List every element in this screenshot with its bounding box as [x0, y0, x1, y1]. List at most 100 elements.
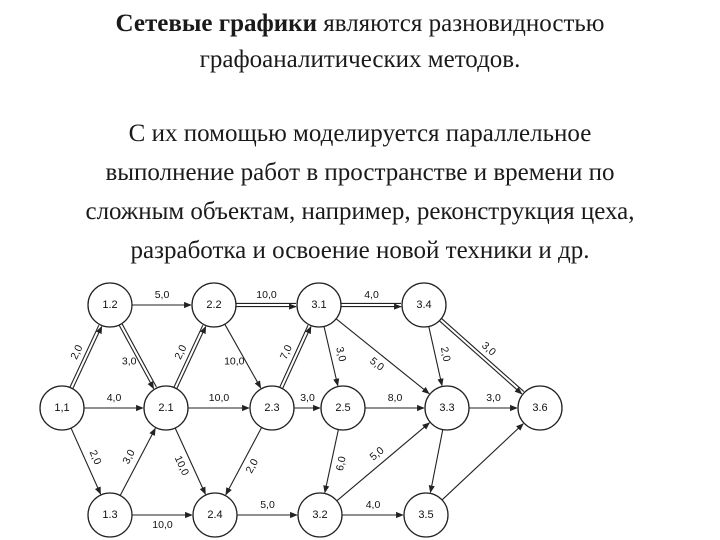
edge-2-2-to-2-3: 10,0: [224, 323, 262, 389]
node-circle: [191, 282, 237, 328]
edge-line: [173, 324, 204, 388]
edge-1-2-to-2-1: 3,0: [118, 323, 157, 390]
edge-1-3-to-2-4: 10,0: [132, 511, 193, 531]
edge-label: 2,0: [172, 343, 189, 361]
node-circle: [249, 385, 295, 431]
edge-1-1-to-1-2: 2,0: [68, 324, 103, 389]
node-label: 2.4: [207, 509, 222, 521]
edge-label: 4,0: [364, 289, 379, 301]
edge-line: [439, 320, 523, 395]
node-3-6: 3.6: [517, 385, 563, 431]
edge-2-5-to-3-2: 6,0: [323, 429, 349, 494]
edge-label: 10,0: [152, 519, 173, 531]
edge-label: 10,0: [209, 392, 230, 404]
edge-line: [428, 326, 444, 387]
edge-line: [119, 427, 156, 496]
edge-line: [323, 429, 339, 494]
node-circle: [517, 385, 563, 431]
edge-line: [428, 429, 444, 494]
node-1-3: 1.3: [87, 492, 133, 538]
node-2-4: 2.4: [192, 492, 238, 538]
edge-3-3-to-3-5: [428, 429, 444, 494]
edge-3-2-to-3-3: 5,0: [336, 422, 430, 502]
edge-label: 3,0: [479, 340, 498, 359]
edge-line: [69, 324, 100, 388]
edge-2-3-to-2-5: 3,0: [294, 392, 321, 412]
edge-label: 5,0: [367, 355, 386, 374]
edge-2-1-to-2-2: 2,0: [172, 324, 207, 389]
node-circle: [296, 282, 342, 328]
slide-title: Сетевые графики являются разновидностью …: [0, 6, 720, 78]
edge-label: 3,0: [333, 346, 348, 363]
edge-3-4-to-3-3: 2,0: [428, 326, 453, 387]
paragraph-line-1: С их помощью моделируется параллельное: [128, 120, 592, 147]
node-3-2: 3.2: [297, 492, 343, 538]
node-circle: [87, 492, 133, 538]
edge-line: [279, 325, 309, 388]
edge-2-2-to-3-1: 10,0: [236, 289, 297, 310]
edge-line: [72, 325, 103, 389]
edge-label: 6,0: [334, 455, 349, 472]
node-label: 3.3: [439, 402, 454, 414]
edge-line: [335, 318, 430, 395]
edge-label: 3,0: [300, 392, 315, 404]
node-circle: [424, 385, 470, 431]
edge-line: [224, 323, 262, 389]
node-label: 2.5: [335, 402, 350, 414]
title-rest: являются разновидностью: [316, 10, 605, 37]
edge-label: 3,0: [120, 447, 137, 466]
node-circle: [297, 492, 343, 538]
edge-label: 3,0: [122, 355, 137, 367]
edge-2-5-to-3-3: 8,0: [365, 392, 425, 412]
node-circle: [403, 492, 449, 538]
body-paragraph: С их помощью моделируется параллельное в…: [0, 114, 720, 270]
edge-3-1-to-2-5: 3,0: [323, 326, 348, 387]
edge-label: 8,0: [388, 392, 403, 404]
edge-1-1-to-2-1: 4,0: [84, 392, 144, 412]
edge-line: [225, 427, 263, 496]
paragraph-line-3: сложным объектам, например, реконструкци…: [85, 198, 635, 225]
node-3-1: 3.1: [296, 282, 342, 328]
title-line-2: графоаналитических методов.: [199, 46, 521, 73]
edge-line: [441, 423, 524, 501]
edge-2-3-to-3-1: 7,0: [278, 325, 312, 389]
node-1-2: 1.2: [87, 282, 133, 328]
edge-line: [336, 422, 430, 502]
edge-line: [323, 326, 340, 387]
edge-label: 5,0: [368, 445, 387, 464]
edge-3-5-to-3-6: [441, 423, 524, 501]
edge-label: 5,0: [260, 499, 275, 511]
node-circle: [192, 492, 238, 538]
nodes-layer: 1,11.21.32.12.22.32.42.53.13.23.33.43.53…: [39, 282, 563, 538]
node-label: 1.2: [102, 299, 117, 311]
edge-1-1-to-1-3: 2,0: [70, 427, 104, 495]
edge-label: 7,0: [278, 343, 295, 361]
edge-line: [282, 325, 312, 389]
edge-label: 2,0: [438, 346, 453, 363]
edge-2-4-to-3-2: 5,0: [237, 499, 298, 519]
node-label: 3.5: [418, 509, 433, 521]
edge-1-2-to-2-2: 5,0: [132, 289, 192, 309]
node-circle: [401, 282, 447, 328]
edge-label: 4,0: [366, 499, 381, 511]
node-2-2: 2.2: [191, 282, 237, 328]
edge-1-3-to-2-1: 3,0: [119, 427, 156, 496]
node-3-5: 3.5: [403, 492, 449, 538]
edge-3-1-to-3-4: 4,0: [341, 289, 402, 310]
node-label: 2.3: [264, 402, 279, 414]
node-2-3: 2.3: [249, 385, 295, 431]
edge-3-2-to-3-5: 4,0: [342, 499, 404, 519]
edge-label: 10,0: [256, 289, 277, 301]
edge-label: 2,0: [244, 457, 262, 476]
edge-line: [176, 325, 207, 389]
edge-line: [441, 317, 525, 392]
edge-label: 2,0: [68, 343, 85, 361]
node-label: 1.3: [102, 509, 117, 521]
node-3-3: 3.3: [424, 385, 470, 431]
node-2-1: 2.1: [143, 385, 189, 431]
edge-2-1-to-2-3: 10,0: [188, 392, 250, 412]
edge-label: 10,0: [224, 355, 245, 367]
node-label: 2.1: [158, 402, 173, 414]
edge-2-3-to-2-4: 2,0: [225, 427, 263, 496]
paragraph-line-4: разработка и освоение новой техники и др…: [130, 237, 590, 264]
